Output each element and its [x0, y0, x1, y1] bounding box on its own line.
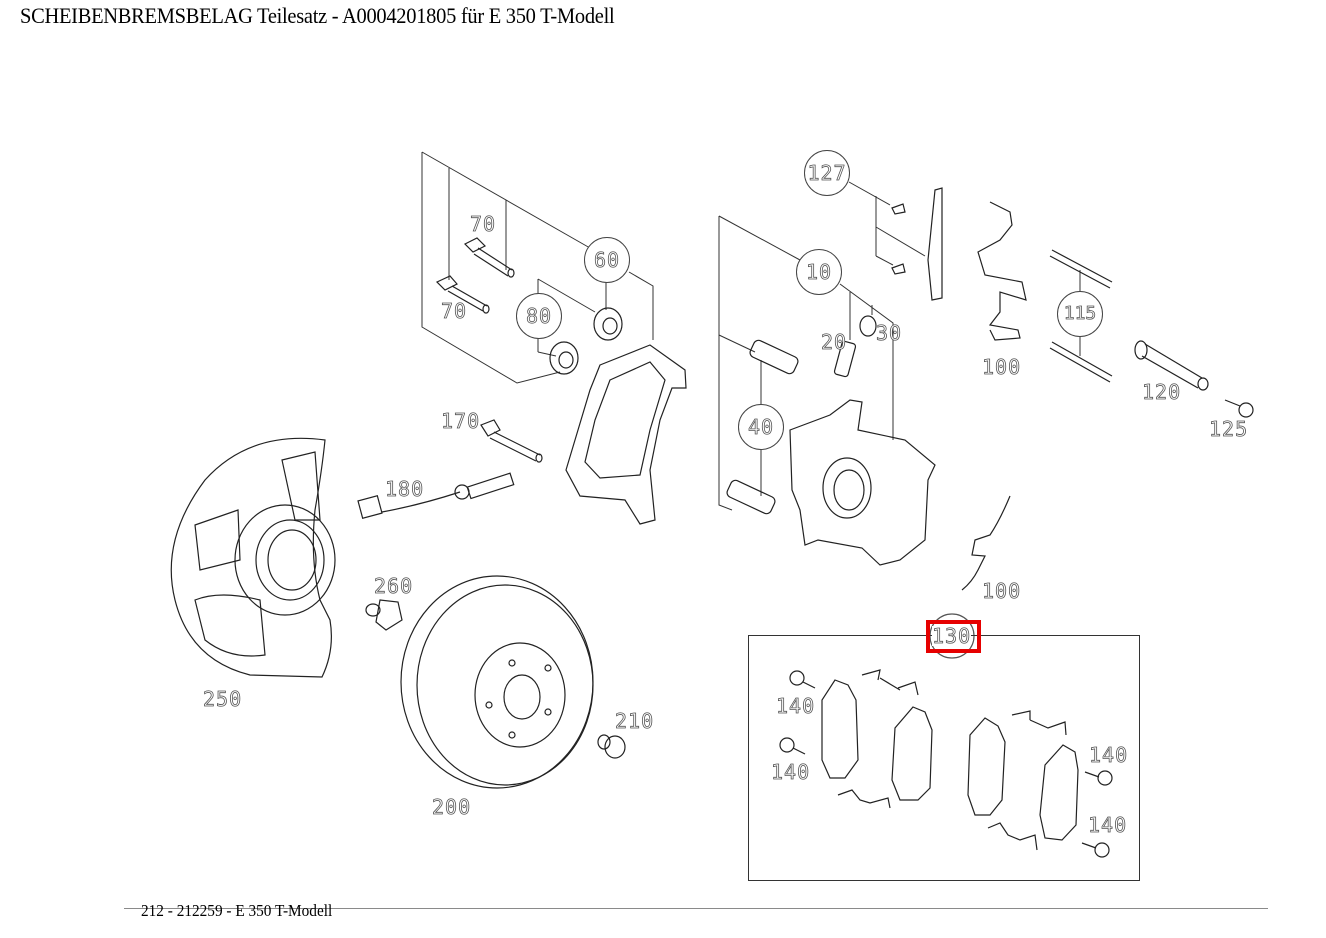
callout-80[interactable]: 80	[516, 293, 562, 339]
page-title: SCHEIBENBREMSBELAG Teilesatz - A00042018…	[20, 3, 615, 28]
callout-250[interactable]: 250	[203, 687, 243, 711]
callout-130[interactable]: 130	[932, 624, 972, 648]
model-footer: 212 - 212259 - E 350 T-Modell	[141, 901, 333, 920]
callout-200[interactable]: 200	[432, 795, 472, 819]
brake-caliper-10	[789, 399, 936, 566]
callout-140-b[interactable]: 140	[771, 760, 811, 784]
bleeder-valve-20	[833, 340, 857, 378]
callout-10[interactable]: 10	[796, 249, 842, 295]
brake-disc-200	[400, 575, 594, 789]
callout-180[interactable]: 180	[385, 477, 425, 501]
callout-140-a[interactable]: 140	[776, 694, 816, 718]
brake-pad-set-box	[748, 635, 1140, 881]
brake-pad-set-130-contents	[779, 613, 1113, 858]
callout-210[interactable]: 210	[615, 709, 655, 733]
guide-pin-115	[1049, 249, 1113, 383]
callout-120[interactable]: 120	[1142, 380, 1182, 404]
callout-60[interactable]: 60	[584, 237, 630, 283]
footer-divider	[124, 908, 1268, 909]
guide-sleeve-40	[726, 339, 799, 515]
carrier-bolt-70-upper	[463, 237, 515, 278]
retaining-spring-100-upper	[977, 201, 1027, 341]
callout-70-lower[interactable]: 70	[441, 299, 468, 323]
callout-40[interactable]: 40	[738, 404, 784, 450]
callout-70-upper[interactable]: 70	[470, 212, 497, 236]
carrier-group-leader-lines	[421, 151, 654, 384]
callout-100-upper[interactable]: 100	[982, 355, 1022, 379]
callout-30[interactable]: 30	[876, 321, 903, 345]
callout-100-lower[interactable]: 100	[982, 579, 1022, 603]
carrier-bushing-80	[549, 307, 623, 375]
bolt-170	[480, 419, 543, 463]
callout-140-c[interactable]: 140	[1089, 743, 1129, 767]
selected-position-highlight	[926, 620, 981, 653]
clip-127	[891, 187, 943, 301]
wear-sensor-180	[357, 472, 515, 520]
callout-20[interactable]: 20	[821, 330, 848, 354]
callout-125[interactable]: 125	[1209, 417, 1249, 441]
retaining-spring-100-lower	[961, 495, 1011, 591]
callout-115[interactable]: 115	[1057, 291, 1103, 337]
dust-cap-30	[859, 315, 877, 337]
callout-260[interactable]: 260	[374, 574, 414, 598]
caliper-group-leader-lines	[718, 181, 1081, 511]
disc-screw-210	[597, 734, 626, 759]
carrier-bolt-70-lower	[435, 275, 490, 314]
guide-bolt-120	[1134, 340, 1209, 391]
dust-shield-250	[170, 437, 336, 678]
shield-screw-260	[365, 599, 403, 631]
callout-170[interactable]: 170	[441, 409, 481, 433]
callout-140-d[interactable]: 140	[1088, 813, 1128, 837]
caliper-carrier-60	[565, 344, 687, 525]
screw-125	[1224, 399, 1254, 418]
callout-127[interactable]: 127	[804, 150, 850, 196]
